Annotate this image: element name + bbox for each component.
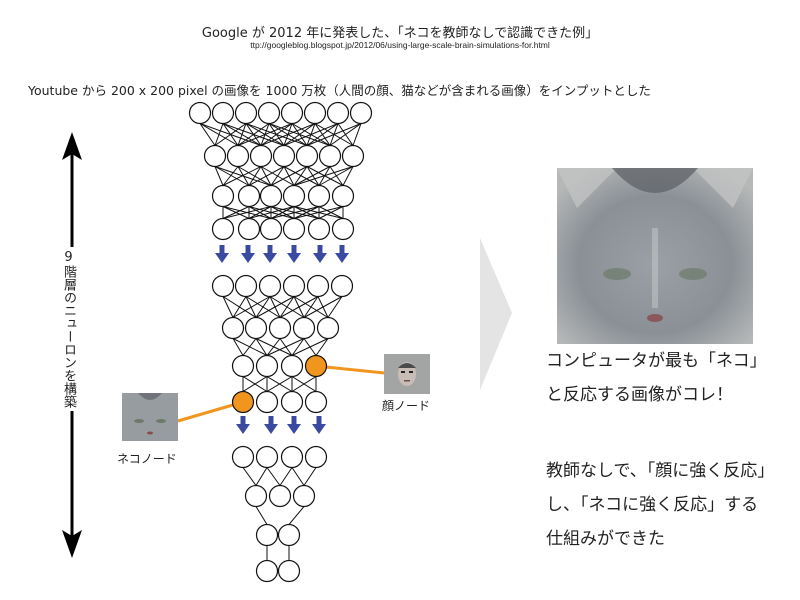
neuron-node xyxy=(234,274,258,298)
summary-caption: 教師なしで、「顔に強く反応」 し、「ネコに強く反応」する 仕組みができた xyxy=(546,454,774,556)
neuron-node xyxy=(304,445,328,469)
neuron-node xyxy=(307,184,331,208)
neuron-node xyxy=(331,217,355,241)
face-node-image xyxy=(384,354,430,394)
down-arrow-icon xyxy=(312,416,326,434)
neuron-node xyxy=(259,217,283,241)
neuron-node xyxy=(226,144,250,168)
network-connections xyxy=(199,123,362,561)
down-arrow-icon xyxy=(335,245,349,263)
summary-line-1: 教師なしで、「顔に強く反応」 xyxy=(546,461,775,481)
neuron-node xyxy=(221,316,245,340)
neuron-node xyxy=(331,184,355,208)
neuron-node xyxy=(349,101,373,125)
network-nodes xyxy=(188,101,373,583)
highlight-connectors xyxy=(177,364,385,423)
source-url: ttp://googleblog.blogspot.jp/2012/06/usi… xyxy=(250,40,550,50)
neuron-node xyxy=(244,316,268,340)
neuron-node xyxy=(255,390,279,414)
neuron-node xyxy=(203,144,227,168)
neuron-node xyxy=(255,445,279,469)
neuron-node xyxy=(255,354,279,378)
input-description: Youtube から 200 x 200 pixel の画像を 1000 万枚（… xyxy=(28,83,651,98)
neuron-node xyxy=(307,217,331,241)
neuron-node xyxy=(231,445,255,469)
neuron-node xyxy=(341,144,365,168)
down-arrow-icon xyxy=(313,245,327,263)
result-line-1: コンピュータが最も「ネコ」 xyxy=(546,351,767,371)
page-title: Google が 2012 年に発表した、「ネコを教師なしで認識できた例」 xyxy=(201,26,599,41)
neuron-node xyxy=(255,559,279,583)
neuron-node xyxy=(280,101,304,125)
neuron-node xyxy=(211,217,235,241)
neuron-node xyxy=(306,274,330,298)
neuron-node xyxy=(330,274,354,298)
neuron-node xyxy=(316,316,340,340)
cat-face-thumbnail xyxy=(122,393,178,441)
neuron-node xyxy=(272,144,296,168)
highlighted-neuron-node xyxy=(304,354,328,378)
neuron-node xyxy=(280,445,304,469)
neuron-node xyxy=(258,274,282,298)
neuron-node xyxy=(292,316,316,340)
neuron-node xyxy=(304,390,328,414)
cat-face-image xyxy=(557,168,753,344)
chevron-right-icon xyxy=(480,238,512,390)
neuron-node xyxy=(255,523,279,547)
cat-node-image xyxy=(122,393,178,441)
neuron-node xyxy=(282,184,306,208)
neuron-node xyxy=(211,101,235,125)
face-node-label: 顔ノード xyxy=(382,399,431,413)
down-arrow-icon xyxy=(264,416,278,434)
neuron-node xyxy=(257,101,281,125)
down-arrow-icon xyxy=(287,245,301,263)
down-arrow-icon xyxy=(287,416,301,434)
neuron-node xyxy=(249,144,273,168)
down-arrow-icon xyxy=(241,245,255,263)
down-arrows xyxy=(215,245,349,434)
neuron-node xyxy=(259,184,283,208)
neuron-node xyxy=(282,217,306,241)
neuron-node xyxy=(277,523,301,547)
neuron-node xyxy=(211,184,235,208)
neuron-node xyxy=(318,144,342,168)
neuron-node xyxy=(282,274,306,298)
highlighted-neuron-node xyxy=(231,390,255,414)
down-arrow-icon xyxy=(263,245,277,263)
neuron-node xyxy=(234,101,258,125)
neuron-node xyxy=(188,101,212,125)
neuron-node xyxy=(303,101,327,125)
layer-count-label: 9階層のニューロンを構築 xyxy=(56,247,76,411)
neuron-node xyxy=(237,184,261,208)
down-arrow-icon xyxy=(236,416,250,434)
neuron-node xyxy=(280,390,304,414)
neuron-node xyxy=(268,484,292,508)
neuron-node xyxy=(237,217,261,241)
neuron-node xyxy=(268,316,292,340)
neuron-node xyxy=(211,274,235,298)
neuron-node xyxy=(295,144,319,168)
result-caption: コンピュータが最も「ネコ」 と反応する画像がコレ！ xyxy=(546,344,767,412)
neuron-node xyxy=(277,559,301,583)
summary-line-3: 仕組みができた xyxy=(546,529,665,549)
cat-feature-image xyxy=(557,168,753,344)
neuron-node xyxy=(244,484,268,508)
cat-node-label: ネコノード xyxy=(117,452,177,466)
neuron-node xyxy=(280,354,304,378)
summary-line-2: し、「ネコに強く反応」する xyxy=(546,495,759,515)
result-line-2: と反応する画像がコレ！ xyxy=(546,385,733,405)
neuron-node xyxy=(231,354,255,378)
human-face-thumbnail xyxy=(384,354,430,394)
neuron-node xyxy=(326,101,350,125)
down-arrow-icon xyxy=(215,245,229,263)
neuron-node xyxy=(292,484,316,508)
